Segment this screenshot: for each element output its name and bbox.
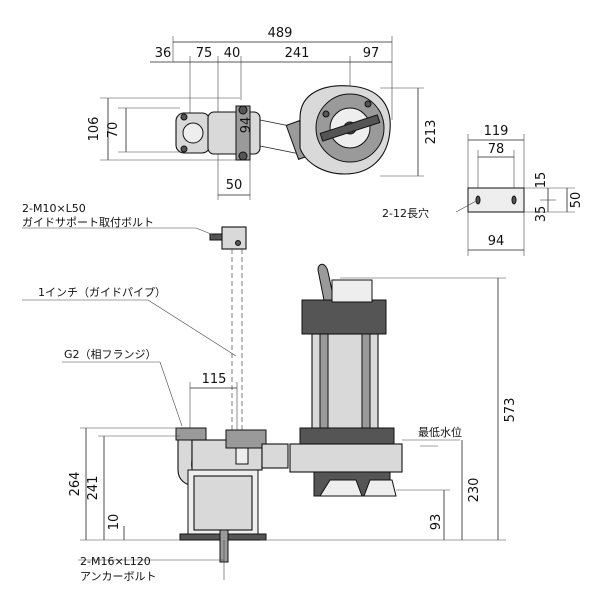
dim-573: 573 (503, 398, 518, 423)
label-slot: 2-12長穴 (382, 206, 429, 220)
label-flange: G2（相フランジ） (64, 348, 157, 361)
dim-93: 93 (429, 514, 444, 531)
dim-241-top: 241 (285, 46, 310, 61)
dim-489: 489 (268, 26, 293, 41)
base-plate-view (455, 134, 575, 256)
label-anchor-name: アンカーボルト (80, 570, 157, 583)
dim-97: 97 (363, 46, 380, 61)
top-view (100, 36, 424, 200)
dim-119: 119 (484, 124, 509, 139)
dim-35: 35 (534, 206, 549, 223)
dim-106: 106 (87, 117, 102, 142)
dim-10: 10 (107, 514, 122, 531)
dim-40: 40 (224, 46, 241, 61)
elevation-view (22, 226, 506, 580)
dim-94-vertical: 94 (239, 117, 254, 134)
dim-94-bottom: 94 (488, 234, 505, 249)
dim-213: 213 (424, 120, 439, 145)
dim-36: 36 (155, 46, 172, 61)
dim-75: 75 (196, 46, 213, 61)
dim-70: 70 (106, 122, 121, 139)
label-guide-pipe: 1インチ（ガイドパイプ） (38, 286, 166, 299)
dim-50-right: 50 (569, 192, 584, 209)
label-anchor-spec: 2-M16×L120 (80, 555, 151, 568)
label-guide-support-spec: 2-M10×L50 (22, 202, 86, 215)
label-min-water-level: 最低水位 (418, 425, 462, 439)
dim-50-bottom: 50 (226, 178, 243, 193)
dim-78: 78 (488, 142, 505, 157)
dim-230: 230 (467, 478, 482, 503)
label-guide-support-name: ガイドサポート取付ボルト (22, 216, 154, 229)
dim-15: 15 (534, 172, 549, 189)
dim-115: 115 (202, 372, 227, 387)
dim-241-side: 241 (86, 476, 101, 501)
dim-264: 264 (68, 472, 83, 497)
